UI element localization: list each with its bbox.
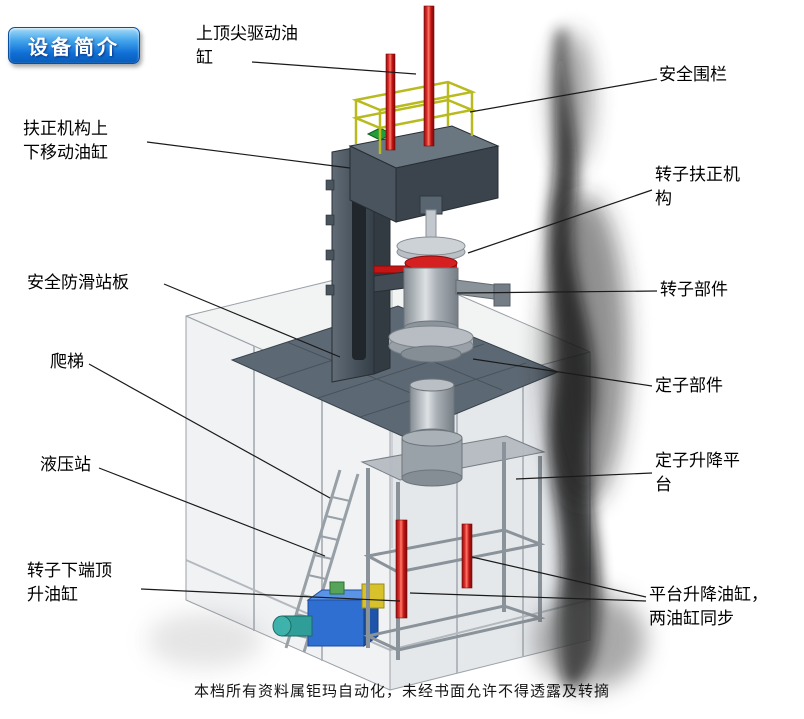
- callout-centering-cylinder: 扶正机构上 下移动油缸: [23, 119, 108, 163]
- safety-fence-railing: [351, 80, 477, 154]
- callout-hydraulic-station: 液压站: [40, 455, 91, 474]
- leader-top-drive-cylinder: [251, 61, 417, 75]
- leader-stator-platform: [515, 472, 653, 480]
- leader-ladder: [88, 363, 331, 499]
- callout-stator-part: 定子部件: [655, 376, 723, 395]
- leader-antislip-platform: [163, 283, 341, 358]
- leader-platform-cylinder-2: [409, 592, 647, 602]
- callout-rotor-part: 转子部件: [660, 280, 728, 299]
- callout-ladder: 爬梯: [50, 352, 84, 371]
- leader-rotor-jack-cylinder: [140, 588, 401, 602]
- ink-smear-artifact: [147, 30, 645, 688]
- leader-rotor-part: [456, 290, 658, 294]
- leader-stator-part: [472, 358, 653, 387]
- platform-lift-cylinders-red: [395, 519, 473, 619]
- rotor-centering-arm: [455, 279, 511, 307]
- leader-rotor-centering: [467, 189, 653, 254]
- callout-antislip-platform: 安全防滑站板: [27, 273, 129, 292]
- title-badge: 设备简介: [8, 27, 140, 64]
- rotor-assembly: [373, 195, 511, 363]
- callout-platform-cylinders: 平台升降油缸， 两油缸同步: [649, 585, 768, 629]
- leader-platform-cylinder-1: [471, 556, 647, 598]
- callout-rotor-jack-cylinder: 转子下端顶 升油缸: [27, 561, 112, 605]
- top-drive-cylinder-rods: [385, 5, 435, 151]
- confidentiality-footer: 本档所有资料属钜玛自动化，未经书面允许不得透露及转摘: [193, 683, 610, 700]
- leader-safety-fence: [469, 78, 658, 113]
- callout-safety-fence: 安全围栏: [659, 65, 727, 84]
- callout-leader-lines: [88, 61, 658, 602]
- stator-components: [401, 378, 463, 487]
- callout-stator-platform: 定子升降平 台: [655, 451, 740, 495]
- leader-centering-cylinder: [146, 141, 351, 169]
- callout-rotor-centering: 转子扶正机 构: [655, 165, 740, 209]
- leader-hydraulic-station: [98, 467, 326, 557]
- callout-top-drive-cylinder: 上顶尖驱动油 缸: [196, 24, 298, 68]
- column-guide-tabs: [325, 179, 335, 296]
